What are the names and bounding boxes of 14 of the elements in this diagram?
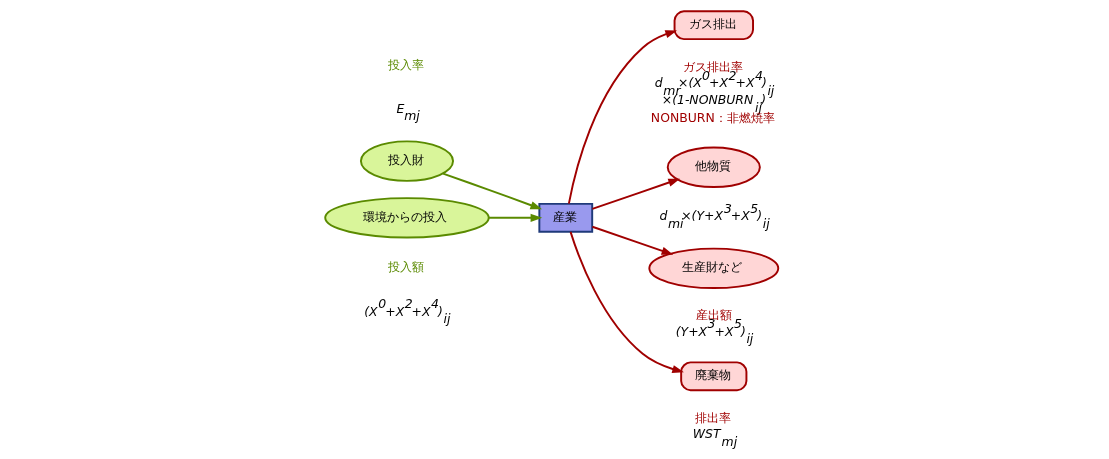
arrow [590,225,673,255]
arrow [487,213,542,222]
arrow [567,30,677,205]
arrow [441,172,542,210]
label: 投入率 [387,56,424,72]
node-label: 排出率 [694,410,731,426]
node-box: 廃棄物 [679,361,747,392]
arrow [569,230,684,373]
node-ellipse: 投入財 [359,140,454,182]
label: 投入額 [387,259,424,275]
arrow [590,178,680,210]
node-box: 産業 [537,202,593,233]
node-box: ガス排出 [673,10,754,41]
node-ellipse: 環境からの投入 [323,197,490,239]
